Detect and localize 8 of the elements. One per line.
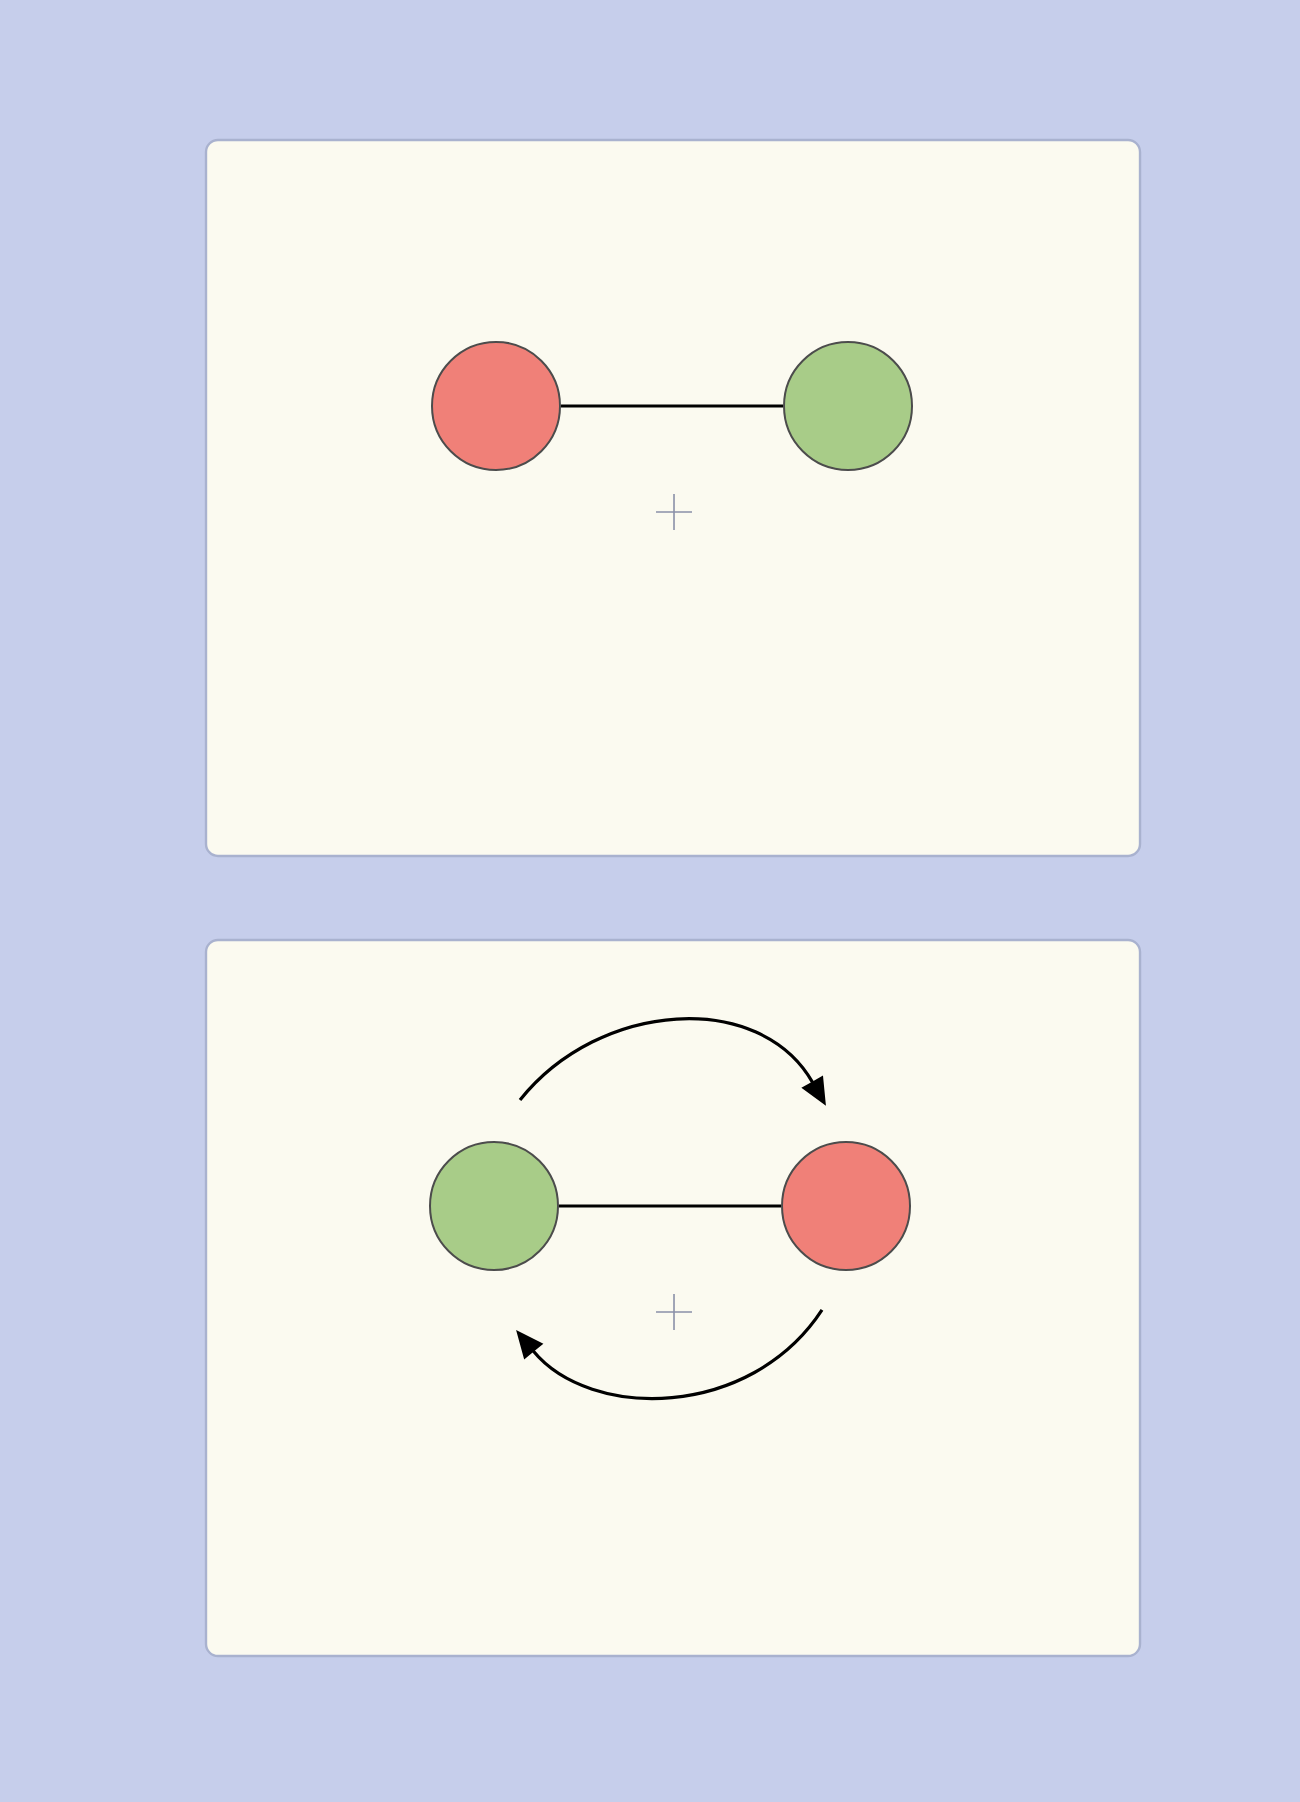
ball	[431, 341, 561, 471]
ball	[781, 1141, 911, 1271]
ball	[429, 1141, 559, 1271]
panel	[204, 138, 1142, 858]
rod	[561, 404, 783, 408]
rod	[559, 1204, 781, 1208]
ball	[783, 341, 913, 471]
panel	[204, 938, 1142, 1658]
